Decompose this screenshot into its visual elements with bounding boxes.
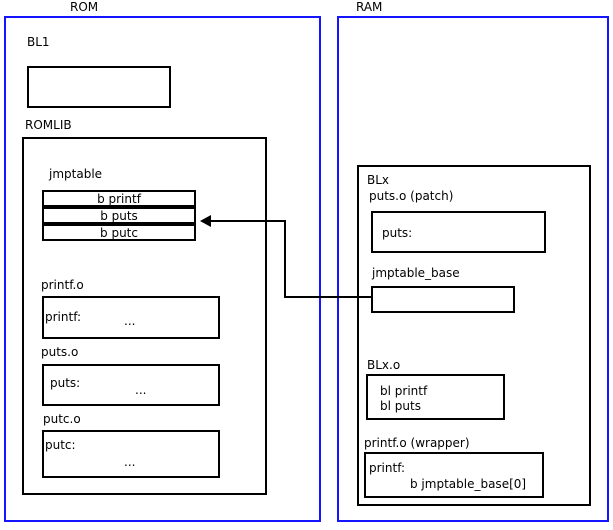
rom-printf-body: ...: [124, 314, 136, 328]
jmptable-label: jmptable: [49, 167, 103, 181]
blxo-instruction-bl-printf: bl printf: [380, 384, 428, 398]
blx-label: BLx: [367, 173, 390, 187]
connector-segment-h-lower: [284, 296, 372, 298]
printf-wrapper-box: printf: b jmptable_base[0]: [364, 452, 544, 498]
connector-arrowhead-icon: [200, 215, 211, 227]
ram-puts-patch-label: puts.o (patch): [369, 189, 454, 203]
ram-region-label: RAM: [356, 0, 383, 14]
rom-puts-o-box: puts: ...: [42, 364, 220, 406]
ram-puts-patch-box: puts:: [371, 211, 546, 253]
rom-putc-body: ...: [124, 455, 136, 469]
jmptable-entry-b-printf: b printf: [42, 190, 196, 207]
rom-printf-symbol: printf:: [45, 310, 82, 324]
blxo-instruction-bl-puts: bl puts: [380, 399, 421, 413]
jmptable-entry-b-puts: b puts: [42, 207, 196, 224]
printf-wrapper-symbol: printf:: [369, 461, 406, 475]
bl1-box: [27, 66, 171, 108]
rom-puts-o-label: puts.o: [41, 345, 79, 359]
rom-putc-o-box: putc: ...: [42, 430, 220, 478]
rom-putc-symbol: putc:: [45, 438, 76, 452]
jmptable-base-box: [371, 286, 515, 313]
rom-printf-o-box: printf: ...: [42, 296, 220, 339]
rom-puts-body: ...: [135, 383, 147, 397]
printf-wrapper-branch: b jmptable_base[0]: [410, 477, 527, 491]
printf-wrapper-label: printf.o (wrapper): [364, 436, 470, 450]
connector-segment-vertical: [284, 220, 286, 298]
ram-region-box: [337, 16, 609, 522]
rom-region-label: ROM: [70, 0, 99, 14]
bl1-label: BL1: [27, 35, 50, 49]
rom-printf-o-label: printf.o: [41, 278, 84, 292]
romlib-label: ROMLIB: [25, 118, 72, 132]
connector-segment-h-upper: [211, 220, 286, 222]
rom-puts-symbol: puts:: [50, 376, 81, 390]
rom-putc-o-label: putc.o: [43, 412, 81, 426]
ram-puts-patch-symbol: puts:: [382, 226, 413, 240]
jmptable-entry-b-putc: b putc: [42, 224, 196, 241]
jmptable-base-label: jmptable_base: [372, 266, 460, 280]
blxo-box: bl printf bl puts: [366, 374, 505, 420]
rom-region-box: [4, 16, 321, 522]
blxo-label: BLx.o: [367, 358, 401, 372]
